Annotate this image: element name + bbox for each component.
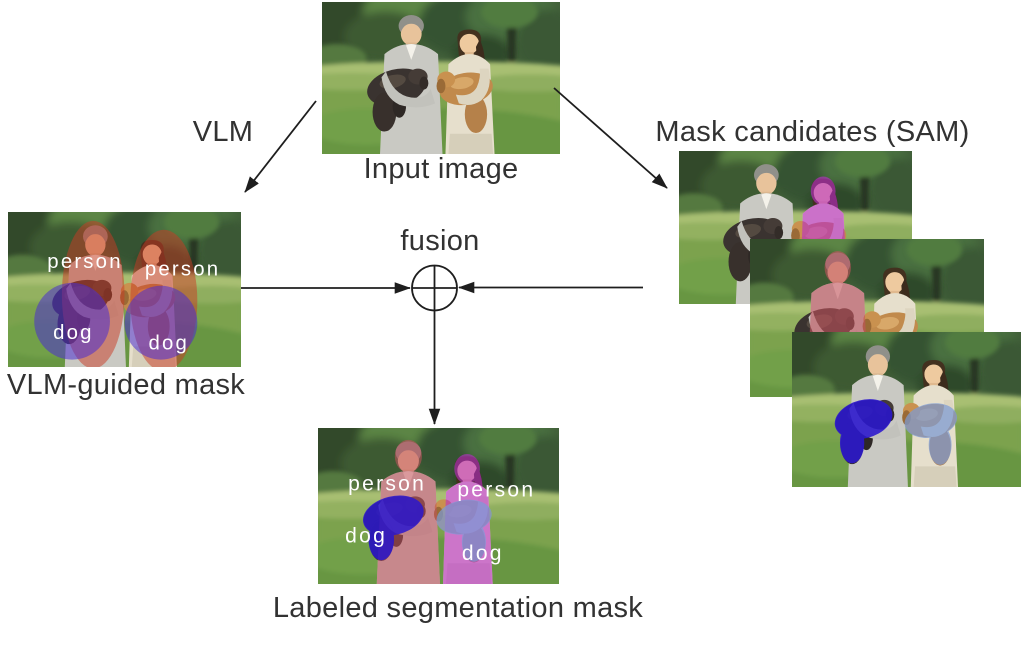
labeled-mask-label-dog-left: dog	[345, 525, 387, 548]
labeled-segmentation-mask-caption: Labeled segmentation mask	[272, 592, 644, 624]
vlm-branch-label: VLM	[192, 116, 254, 148]
mask-candidate-3-photo	[792, 332, 1021, 487]
input-image-caption: Input image	[363, 153, 519, 185]
mask-candidates-caption: Mask candidates (SAM)	[655, 116, 970, 148]
labeled-mask-label-person-right: person	[457, 478, 535, 501]
labeled-segmentation-mask-photo: person person dog dog	[318, 428, 559, 584]
vlm-mask-label-person-left: person	[47, 250, 122, 273]
labeled-mask-label-dog-right: dog	[462, 542, 504, 565]
vlm-guided-mask-caption: VLM-guided mask	[6, 369, 246, 401]
vlm-mask-label-person-right: person	[145, 257, 220, 280]
input-image-photo	[322, 2, 560, 154]
vlm-dog-overlay-left	[34, 282, 110, 360]
vlm-dog-overlay-right	[124, 285, 198, 360]
vlm-mask-label-dog-left: dog	[53, 321, 94, 344]
fusion-label: fusion	[400, 225, 480, 257]
labeled-mask-label-person-left: person	[348, 473, 426, 496]
vlm-mask-label-dog-right: dog	[149, 331, 190, 354]
fusion-circled-plus-icon	[411, 264, 458, 312]
vlm-guided-mask-photo: person person dog dog	[8, 212, 241, 367]
